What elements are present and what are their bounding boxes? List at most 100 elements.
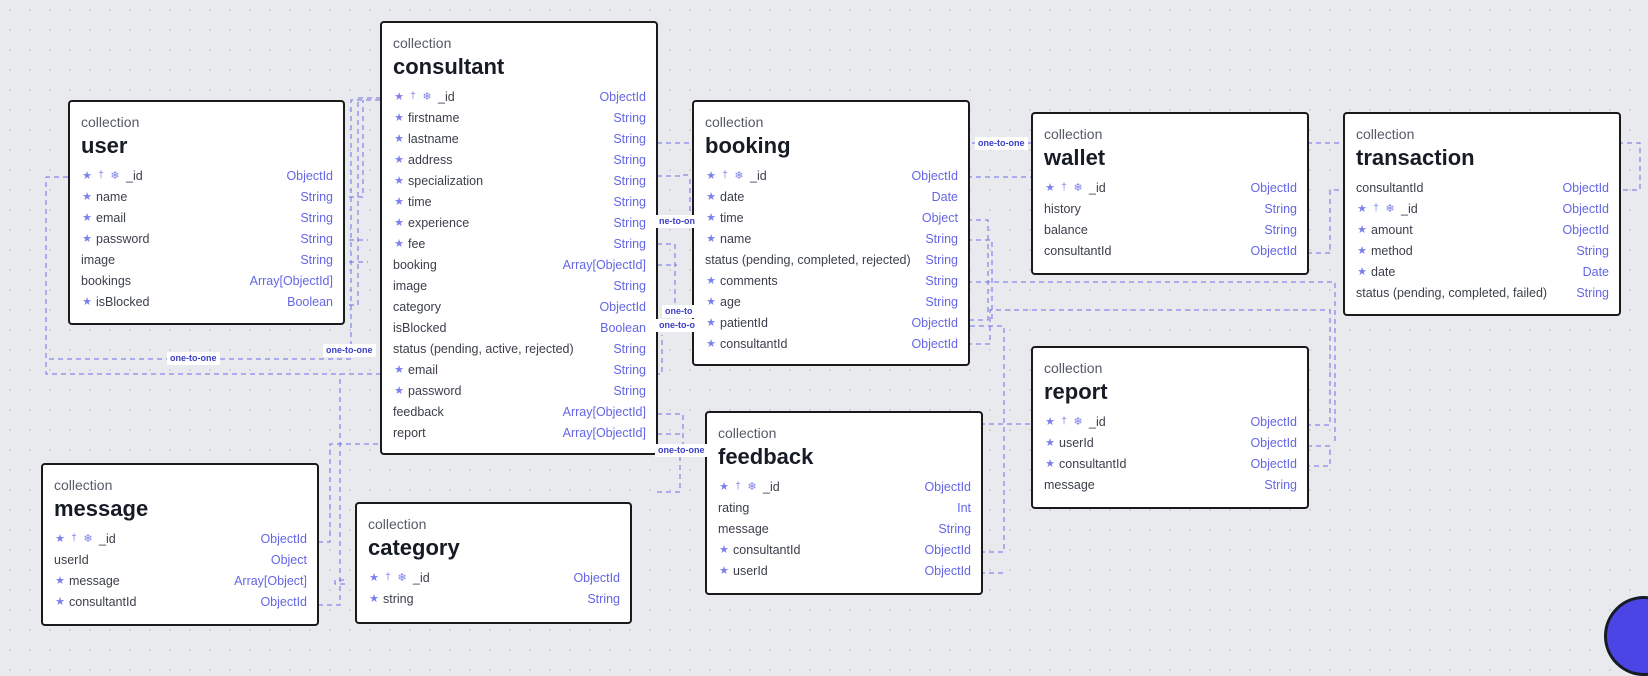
collection-title[interactable]: feedback	[718, 444, 814, 469]
field-left: ★†❄_id	[1044, 181, 1106, 195]
field-name: status (pending, completed, failed)	[1356, 285, 1548, 300]
relationship-label[interactable]: one-to-one	[655, 444, 708, 457]
collection-title[interactable]: message	[54, 496, 149, 521]
relationship-label[interactable]: one-to-one	[323, 344, 376, 357]
star-icon: ★	[82, 296, 92, 308]
collection-title[interactable]: wallet	[1044, 145, 1106, 170]
star-icon: ★	[1045, 182, 1055, 194]
field-name: date	[1371, 264, 1396, 279]
relationship-label[interactable]: one-to	[662, 305, 696, 318]
field-row[interactable]: status (pending, completed, failed)Strin…	[1356, 282, 1609, 303]
relationship-label[interactable]: one-to-one	[167, 352, 220, 365]
relationship-label[interactable]: one-to-one	[975, 137, 1028, 150]
field-type: String	[613, 131, 646, 146]
field-row[interactable]: status (pending, active, rejected)String	[393, 338, 646, 359]
field-row[interactable]: status (pending, completed, rejected)Str…	[705, 249, 958, 270]
field-left: ★specialization	[393, 174, 483, 188]
star-icon: ★	[706, 338, 716, 350]
field-name: method	[1371, 243, 1413, 258]
collection-title[interactable]: user	[81, 133, 128, 158]
field-name: name	[96, 189, 128, 204]
collection-title[interactable]: transaction	[1356, 145, 1475, 170]
field-left: consultantId	[1044, 244, 1111, 258]
field-type: String	[1264, 201, 1297, 216]
collection-title[interactable]: category	[368, 535, 460, 560]
field-left: ★userId	[1044, 436, 1094, 450]
collection-title[interactable]: consultant	[393, 54, 505, 79]
star-icon: ★	[706, 275, 716, 287]
collection-title[interactable]: report	[1044, 379, 1108, 404]
collection-kind-label: collection	[54, 477, 113, 493]
field-name: lastname	[408, 131, 459, 146]
relationship-label[interactable]: ne-to-on	[656, 215, 698, 228]
relationship-label[interactable]: one-to-o	[656, 319, 698, 332]
action-button[interactable]	[1604, 596, 1648, 676]
collection-title[interactable]: booking	[705, 133, 791, 158]
